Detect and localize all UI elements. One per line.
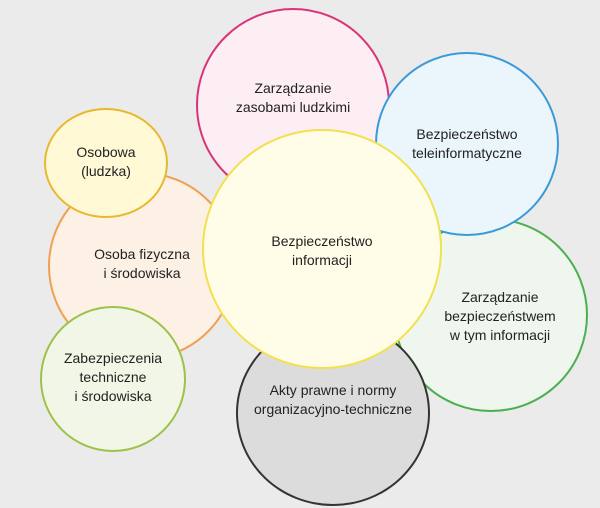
circle-information-security [202, 129, 442, 369]
circle-technical-safeguards [40, 306, 186, 452]
label-personal: Osobowa(ludzka) [76, 144, 136, 179]
circle-personal [44, 108, 168, 218]
